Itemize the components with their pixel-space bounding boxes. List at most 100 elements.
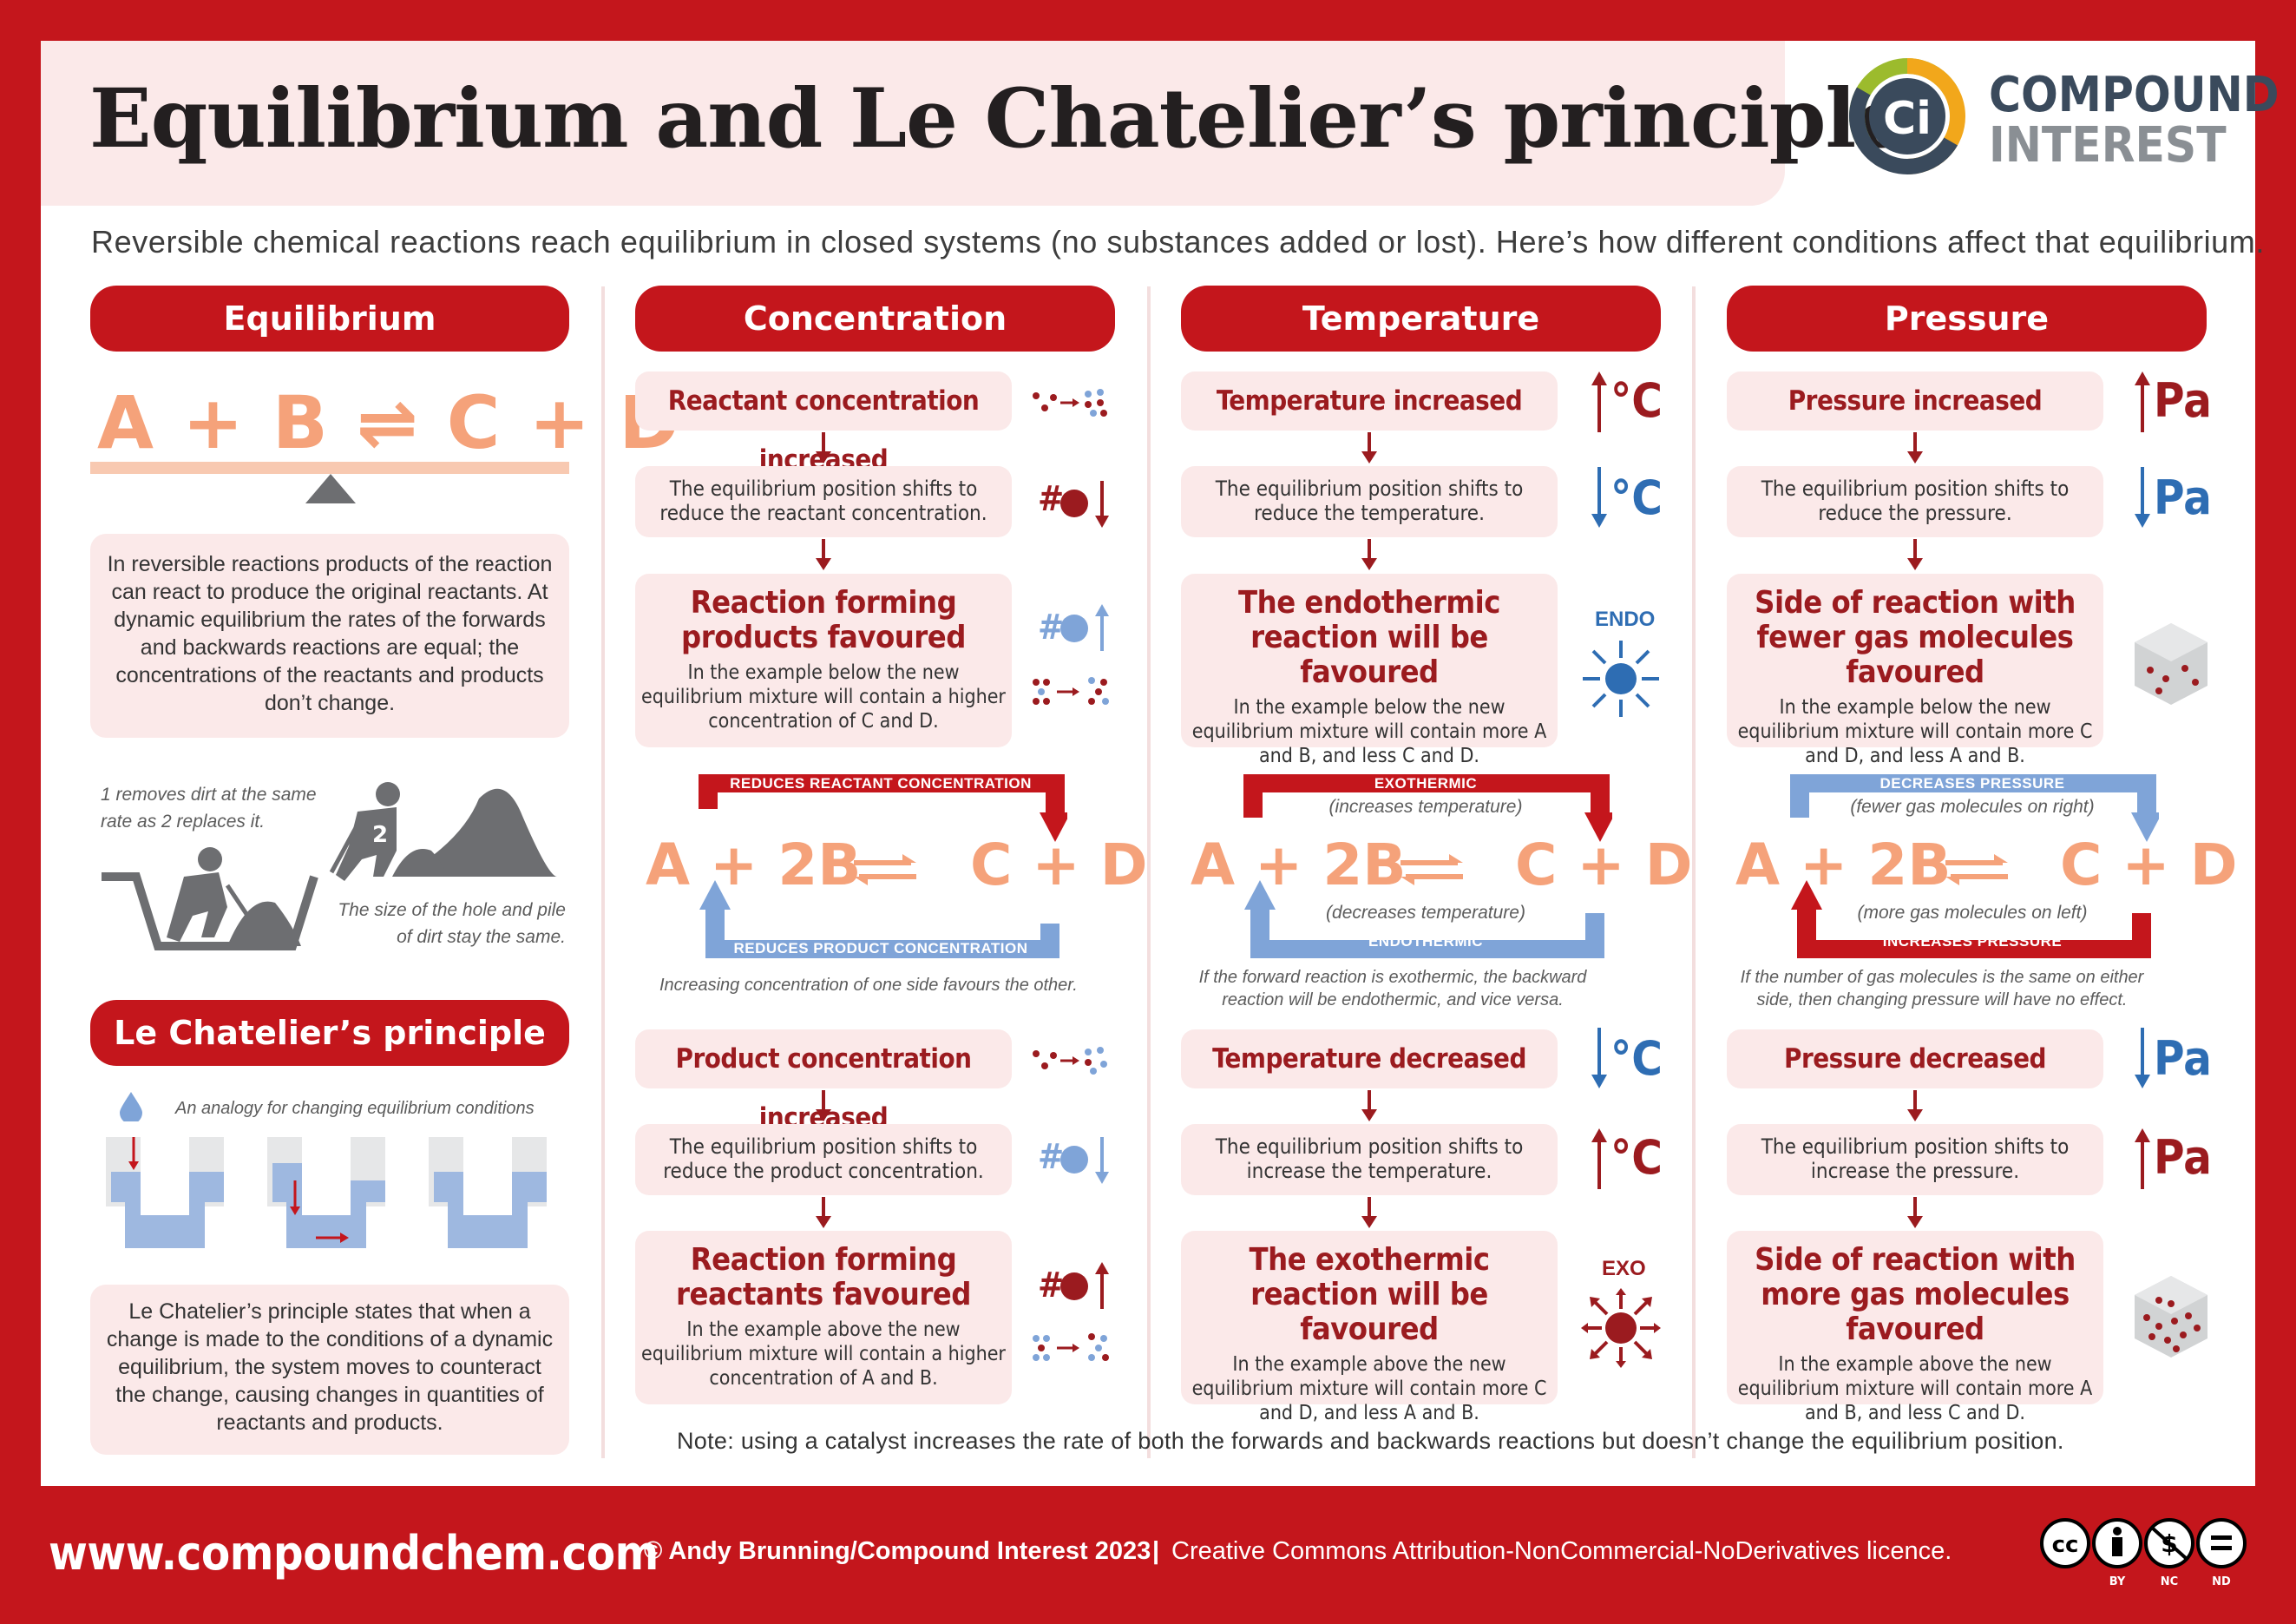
page-subtitle: Reversible chemical reactions reach equi… [91, 224, 2265, 260]
water-container-analogy-icon [106, 1137, 547, 1248]
pressure-note: If the number of gas molecules is the sa… [1740, 968, 2144, 1009]
products-favoured-detail: In the example below the new equilibrium… [641, 661, 1006, 733]
more-molecules-favoured-step: Side of reaction with more gas molecules… [1727, 1231, 2103, 1424]
products-favoured-title: Reaction forming products favoured [681, 585, 966, 655]
celsius-symbol: °C [1610, 373, 1663, 428]
hash-symbol: # [1038, 608, 1065, 648]
exothermic-release-icon [1581, 1288, 1661, 1368]
pascal-symbol: Pa [2154, 470, 2212, 525]
down-arrow-icon [2135, 467, 2150, 528]
website-link[interactable]: www.compoundchem.com [49, 1526, 659, 1581]
title-bar [41, 41, 1785, 206]
temperature-decreased-step: Temperature decreased [1181, 1029, 1558, 1088]
up-arrow-icon [2135, 371, 2150, 432]
molecules-increase-icon [1033, 1047, 1107, 1075]
flow-arrow [1907, 1090, 1923, 1121]
svg-text:NC: NC [2161, 1575, 2178, 1588]
hash-symbol: # [1038, 1266, 1065, 1305]
flow-arrow [1361, 1197, 1377, 1228]
column-divider [1147, 286, 1151, 1458]
reactants-favoured-step: Reaction forming reactants favoured In t… [635, 1231, 1012, 1404]
pascal-symbol: Pa [2154, 1130, 2212, 1185]
decreases-pressure-sub: (fewer gas molecules on right) [1850, 797, 2095, 817]
copyright-credit: © Andy Brunning/Compound Interest 2023 [644, 1537, 1151, 1565]
temperature-increased-step: Temperature increased [1181, 371, 1558, 431]
flow-arrow [1361, 1090, 1377, 1121]
down-arrow-icon [1591, 467, 1607, 528]
celsius-symbol: °C [1610, 1130, 1663, 1185]
temperature-header: Temperature [1181, 286, 1661, 352]
workers-caption-left: 1 removes dirt at the same rate as 2 rep… [101, 785, 317, 832]
product-increased-step: Product concentration increased [635, 1029, 1012, 1134]
mixture-change-icon [1033, 677, 1109, 705]
product-increase-icon [1060, 604, 1109, 651]
product-shift-step: The equilibrium position shifts to reduc… [635, 1124, 1012, 1195]
equilibrium-description-box [90, 534, 569, 738]
up-arrow-icon [2135, 1128, 2150, 1189]
hash-symbol: # [1038, 479, 1065, 519]
exothermic-favoured-step: The exothermic reaction will be favoured… [1181, 1231, 1558, 1424]
equilibrium-arrows-icon [1401, 854, 1463, 885]
pascal-symbol: Pa [2154, 373, 2212, 428]
more-molecules-detail: In the example above the new equilibrium… [1737, 1353, 2093, 1424]
pressure-shift-step: The equilibrium position shifts to reduc… [1727, 466, 2103, 537]
increases-pressure-label: INCREASES PRESSURE [1882, 933, 2063, 950]
decreases-pressure-label: DECREASES PRESSURE [1879, 775, 2065, 792]
le-chatelier-description-box [90, 1285, 569, 1455]
water-drop-icon [120, 1092, 142, 1121]
molecules-increase-icon [1033, 389, 1107, 417]
logo-text-top: COMPOUND [1989, 67, 2280, 123]
celsius-symbol: °C [1610, 470, 1663, 525]
exothermic-sub: (increases temperature) [1328, 797, 1523, 817]
exo-label: EXO [1602, 1257, 1646, 1280]
pressure-cycle-arrows-icon [1790, 774, 2159, 958]
reduces-reactant-label: REDUCES REACTANT CONCENTRATION [730, 775, 1032, 792]
endothermic-favoured-detail: In the example below the new equilibrium… [1191, 696, 1547, 767]
logo-text-bottom: INTEREST [1989, 117, 2227, 174]
down-arrow-icon [1591, 1028, 1607, 1088]
reactants-favoured-title: Reaction forming reactants favoured [676, 1242, 971, 1312]
equilibrium-arrows-icon [1945, 854, 2008, 885]
gas-container-many-icon [2135, 1276, 2207, 1358]
flow-arrow [1361, 432, 1377, 464]
endothermic-label: ENDOTHERMIC [1368, 933, 1484, 950]
equilibrium-header: Equilibrium [90, 286, 569, 352]
le-chatelier-header: Le Chatelier’s principle [90, 1000, 569, 1066]
concentration-cycle-arrows-icon [699, 774, 1067, 958]
pressure-decreased-step: Pressure decreased [1727, 1029, 2103, 1088]
workers-digging-illustration-icon: 2 [102, 782, 557, 950]
temperature-shift-step: The equilibrium position shifts to reduc… [1181, 466, 1558, 537]
hash-symbol: # [1038, 1137, 1065, 1177]
flow-arrow [816, 1090, 831, 1121]
seesaw-beam [90, 462, 569, 474]
svg-text:2: 2 [372, 822, 388, 848]
temperature-note: If the forward reaction is exothermic, t… [1198, 968, 1587, 1009]
pressure-increased-step: Pressure increased [1727, 371, 2103, 431]
concentration-note: Increasing concentration of one side fav… [659, 976, 1078, 995]
flow-arrow [1361, 539, 1377, 570]
pressure-header: Pressure [1727, 286, 2207, 352]
creative-commons-icon[interactable]: cc $ BY NC ND [2039, 1517, 2256, 1588]
up-arrow-icon [1591, 1128, 1607, 1189]
gas-container-few-icon [2135, 623, 2207, 705]
reactants-favoured-detail: In the example above the new equilibrium… [641, 1318, 1006, 1390]
svg-text:BY: BY [2109, 1575, 2126, 1588]
equilibrium-arrows-icon [854, 854, 916, 885]
column-divider [1692, 286, 1696, 1458]
svg-text:cc: cc [2052, 1532, 2079, 1558]
pressure-eq-right: C + D [2060, 832, 2238, 898]
concentration-eq-right: C + D [970, 832, 1148, 898]
endothermic-absorb-icon [1583, 641, 1659, 717]
mixture-change-icon [1033, 1333, 1109, 1361]
increases-pressure-sub: (more gas molecules on left) [1857, 903, 2088, 923]
equilibrium-equation: A + B ⇌ C + D [97, 380, 682, 465]
concentration-eq-left: A + 2B [646, 832, 862, 898]
products-favoured-step: Reaction forming products favoured In th… [635, 574, 1012, 747]
endo-label: ENDO [1595, 608, 1656, 631]
temperature-cycle-arrows-icon [1243, 774, 1612, 958]
pressure-eq-left: A + 2B [1735, 832, 1952, 898]
licence-text[interactable]: Creative Commons Attribution-NonCommerci… [1171, 1537, 1952, 1565]
product-decrease-icon [1060, 1137, 1109, 1184]
compound-interest-logo-icon: Ci [1849, 58, 1965, 174]
page-title: Equilibrium and Le Chatelier’s principle [89, 71, 1907, 167]
